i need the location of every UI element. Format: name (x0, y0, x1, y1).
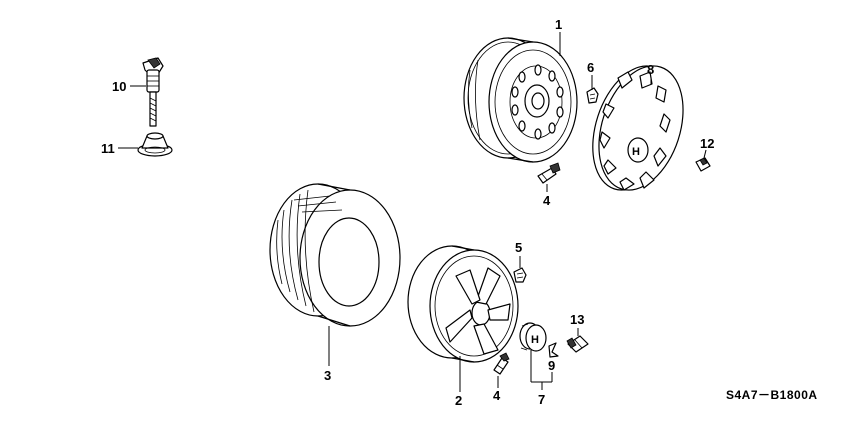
callout-4-upper: 4 (543, 193, 551, 208)
callout-3: 3 (324, 368, 331, 383)
part-5-clip (513, 267, 527, 283)
part-4-valve-lower (493, 352, 510, 375)
callout-5: 5 (515, 240, 522, 255)
leader-lines (118, 32, 707, 392)
part-10-bolt (142, 57, 164, 127)
diagram-code: S4A7－B1800A (726, 388, 818, 402)
part-11-nut (137, 132, 173, 157)
part-3-tire (269, 183, 401, 327)
callout-10: 10 (112, 79, 126, 94)
part-2-alloy-wheel (407, 245, 519, 363)
callout-9: 9 (548, 358, 555, 373)
callout-4-lower: 4 (493, 388, 501, 403)
callout-labels: 1 6 8 12 4 10 11 5 3 2 4 13 9 7 (101, 17, 714, 408)
part-12-lug (695, 157, 711, 172)
callout-8: 8 (647, 62, 654, 77)
part-9-clip (548, 342, 559, 358)
part-7-center-cap: H (519, 322, 547, 352)
callout-1: 1 (555, 17, 562, 32)
callout-2: 2 (455, 393, 462, 408)
part-1-steel-wheel (463, 37, 578, 163)
part-8-wheel-cover: H (592, 65, 684, 191)
part-4-valve-upper (537, 162, 561, 184)
svg-text:H: H (632, 146, 640, 158)
svg-text:H: H (531, 334, 539, 346)
callout-13: 13 (570, 312, 584, 327)
part-6-clip (586, 87, 599, 104)
part-13-lug-nut (566, 335, 589, 353)
callout-7: 7 (538, 392, 545, 407)
callout-12: 12 (700, 136, 714, 151)
callout-11: 11 (101, 141, 115, 156)
callout-6: 6 (587, 60, 594, 75)
